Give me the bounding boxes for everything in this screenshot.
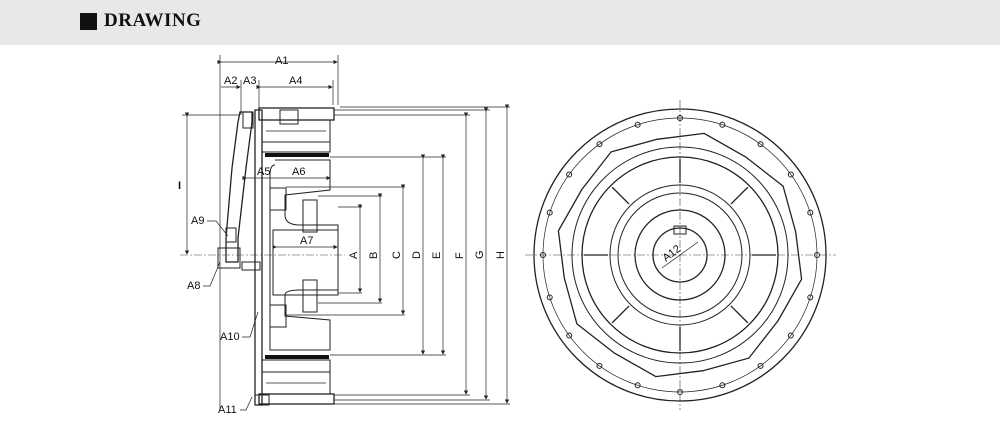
bolt-hole	[787, 171, 794, 178]
bolt-hole	[677, 115, 683, 121]
bolt-hole	[757, 141, 764, 148]
callout-A8: A8	[187, 280, 200, 292]
radial-slot	[730, 186, 749, 205]
bolt-hole	[546, 209, 553, 216]
radial-slot	[730, 305, 749, 324]
bolt-hole	[634, 121, 641, 128]
radial-slot	[611, 305, 630, 324]
dim-A1-label: A1	[275, 55, 288, 67]
radial-slot	[611, 186, 630, 205]
callout-A11: A11	[218, 404, 237, 416]
dim-I-label: I	[178, 180, 181, 192]
bolt-hole	[596, 362, 603, 369]
dim-G-label: G	[474, 250, 486, 259]
dim-A-label: A	[348, 251, 360, 259]
dim-A4-label: A4	[289, 75, 302, 87]
dim-A7-label: A7	[300, 235, 313, 247]
bolt-hole	[807, 294, 814, 301]
bolt-hole	[787, 332, 794, 339]
bolt-hole	[634, 382, 641, 389]
dim-H-label: H	[495, 251, 507, 259]
header-square-icon	[80, 13, 97, 30]
housing-outline	[557, 132, 803, 378]
radial-slots	[584, 159, 776, 351]
bolt-hole	[814, 252, 820, 258]
callout-A10: A10	[220, 331, 240, 343]
vertical-dimensions: A B C D E F G H	[286, 104, 510, 405]
side-view: A1 A2 A3 A4 A5	[178, 55, 510, 416]
dim-A3-label: A3	[243, 75, 256, 87]
dim-D-label: D	[411, 251, 423, 259]
bolt-hole	[540, 252, 546, 258]
bolt-hole	[596, 141, 603, 148]
section-header: DRAWING	[0, 0, 1000, 45]
bolt-hole	[719, 121, 726, 128]
bolt-hole	[757, 362, 764, 369]
bolt-hole	[719, 382, 726, 389]
bolt-hole	[566, 332, 573, 339]
dim-A6-label: A6	[292, 166, 305, 178]
dim-A5-label: A5	[257, 166, 270, 178]
dim-C-label: C	[391, 251, 403, 259]
bolt-hole	[807, 209, 814, 216]
section-title: DRAWING	[104, 10, 202, 31]
callout-A9: A9	[191, 215, 204, 227]
bolt-holes	[540, 115, 820, 395]
dim-E-label: E	[431, 252, 443, 259]
dim-B-label: B	[368, 252, 380, 259]
dim-A2-label: A2	[224, 75, 237, 87]
dim-F-label: F	[454, 252, 466, 259]
bolt-hole	[566, 171, 573, 178]
bolt-hole	[677, 389, 683, 395]
bolt-hole	[546, 294, 553, 301]
front-view: A12	[525, 100, 836, 410]
